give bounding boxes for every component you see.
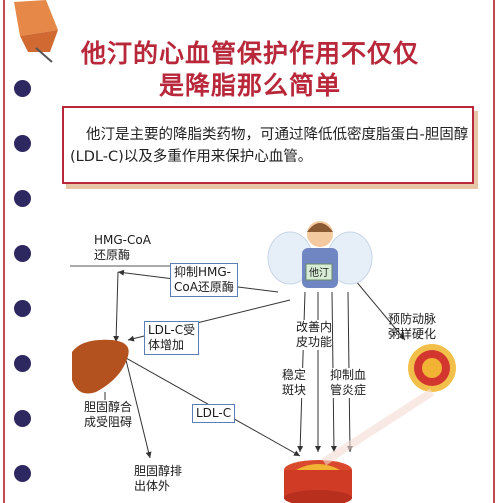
binder-dot <box>14 80 31 97</box>
label-synthesis-blocked: 胆固醇合 成受阻碍 <box>84 400 133 429</box>
label-prevent-atherosclerosis: 预防动脉 粥样硬化 <box>388 312 437 341</box>
label-cholesterol-excretion: 胆固醇排 出体外 <box>134 464 183 493</box>
liver-icon <box>72 339 129 394</box>
label-ldl-receptor-increase: LDL-C受 体增加 <box>144 321 200 355</box>
binder-dot <box>14 245 31 262</box>
label-inhibit-hmg: 抑制HMG- CoA还原酶 <box>170 263 238 297</box>
page-title-line2: 是降脂那么简单 <box>158 71 341 100</box>
binder-dot <box>14 355 31 372</box>
notebook-frame <box>3 0 495 503</box>
binder-dot <box>14 410 31 427</box>
page-title-line1: 他汀的心血管保护作用不仅仅 <box>80 39 419 68</box>
label-inhibit-inflammation: 抑制血 管炎症 <box>330 368 367 398</box>
label-hmg-coa-reductase: HMG-CoA 还原酶 <box>94 233 151 262</box>
intro-text: 他汀是主要的降脂类药物，可通过降低低密度脂蛋白-胆固醇(LDL-C)以及多重作用… <box>70 127 469 165</box>
binder-dot <box>14 300 31 317</box>
binder-dot <box>14 190 31 207</box>
pushpin-icon <box>14 0 58 63</box>
label-improve-endothelium: 改善内 皮功能 <box>296 320 333 350</box>
binder-dot <box>14 135 31 152</box>
binder-dot <box>14 465 31 482</box>
label-ldl-c: LDL-C <box>192 404 236 423</box>
intro-box <box>62 106 474 184</box>
label-stabilize-plaque: 稳定 斑块 <box>282 368 307 398</box>
label-statin: 他汀 <box>309 268 329 279</box>
